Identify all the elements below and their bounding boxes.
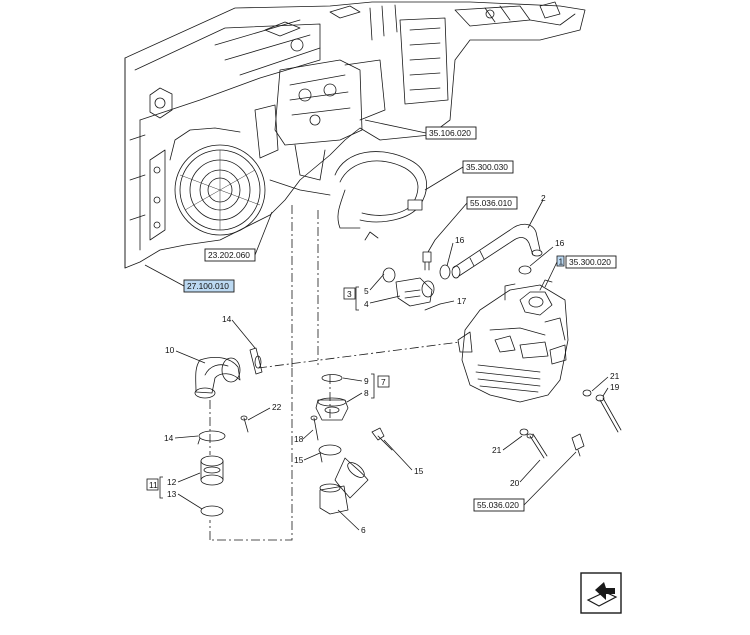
group-bracket-11: 11 <box>146 476 163 499</box>
callout-20: 20 <box>510 478 520 488</box>
ref-55-036-020-text: 55.036.020 <box>477 500 519 510</box>
callout-14-lower: 14 <box>164 433 174 443</box>
callout-14-upper: 14 <box>222 314 232 324</box>
ref-35-106-020[interactable]: 35.106.020 <box>425 126 477 140</box>
callout-1-marker: 1 <box>556 255 565 267</box>
hose-part-2 <box>451 223 543 279</box>
group-bracket-3: 3 <box>343 286 359 311</box>
clamp-part-15-left <box>318 444 342 463</box>
ref-55-036-010-text: 55.036.010 <box>470 198 512 208</box>
elbow-part-10 <box>194 356 241 399</box>
ref-35-300-030-text: 35.300.030 <box>466 162 508 172</box>
ref-23-202-060-text: 23.202.060 <box>208 250 250 260</box>
bolt-part-22 <box>240 415 249 433</box>
transmission-housing-illustration <box>124 1 586 269</box>
group-bracket-7: 7 <box>371 373 390 399</box>
bolt-part-20 <box>526 433 548 459</box>
clamp-part-14-lower <box>197 430 226 445</box>
sensor-bottom-illustration <box>571 433 585 457</box>
return-arrow-icon[interactable] <box>580 572 622 614</box>
callout-2: 2 <box>541 193 546 203</box>
ref-27-100-010-text: 27.100.010 <box>187 281 229 291</box>
clamp-part-15-right <box>371 427 393 451</box>
callout-3: 3 <box>347 289 352 299</box>
sensor-illustration <box>422 251 432 271</box>
ref-27-100-010[interactable]: 27.100.010 <box>183 279 235 293</box>
ref-55-036-020[interactable]: 55.036.020 <box>473 498 525 512</box>
callout-21-right: 21 <box>610 371 620 381</box>
callout-1: 1 <box>559 257 564 267</box>
bolt-part-19 <box>595 394 622 433</box>
callout-13: 13 <box>167 489 177 499</box>
callout-16-right: 16 <box>555 238 565 248</box>
callout-6: 6 <box>361 525 366 535</box>
callout-12: 12 <box>167 477 177 487</box>
ref-35-300-020-text: 35.300.020 <box>569 257 611 267</box>
washer-part-21-left <box>519 428 529 436</box>
coupling-part-12 <box>200 455 224 486</box>
callout-22: 22 <box>272 402 282 412</box>
ref-35-106-020-text: 35.106.020 <box>429 128 471 138</box>
washer-part-21-right <box>582 389 592 397</box>
callout-11: 11 <box>149 480 158 490</box>
seal-part-13 <box>200 505 224 517</box>
callout-17: 17 <box>457 296 467 306</box>
bolt-part-18 <box>310 415 319 441</box>
ref-23-202-060[interactable]: 23.202.060 <box>204 248 256 262</box>
flange-part-8 <box>315 397 349 421</box>
callout-15-left: 15 <box>294 455 304 465</box>
ref-55-036-010[interactable]: 55.036.010 <box>466 196 518 210</box>
housing-part-1 <box>457 279 569 403</box>
callout-7: 7 <box>381 377 386 387</box>
callout-16-upper: 16 <box>455 235 465 245</box>
callout-18: 18 <box>294 434 304 444</box>
ref-35-300-030[interactable]: 35.300.030 <box>462 160 514 174</box>
clamp-part-16 <box>439 264 532 280</box>
ref-35-300-020[interactable]: 35.300.020 <box>565 255 617 269</box>
callout-5: 5 <box>364 286 369 296</box>
seal-part-9 <box>321 374 343 382</box>
pipe-part-6 <box>319 457 369 515</box>
callout-9: 9 <box>364 376 369 386</box>
assembly-guide-lines <box>209 205 461 541</box>
callout-21-left: 21 <box>492 445 502 455</box>
fitting-assembly <box>382 267 441 311</box>
clamp-part-14-upper <box>249 347 263 375</box>
callout-8: 8 <box>364 388 369 398</box>
callout-15-right: 15 <box>414 466 424 476</box>
callout-19: 19 <box>610 382 620 392</box>
callout-4: 4 <box>364 299 369 309</box>
callout-10: 10 <box>165 345 175 355</box>
